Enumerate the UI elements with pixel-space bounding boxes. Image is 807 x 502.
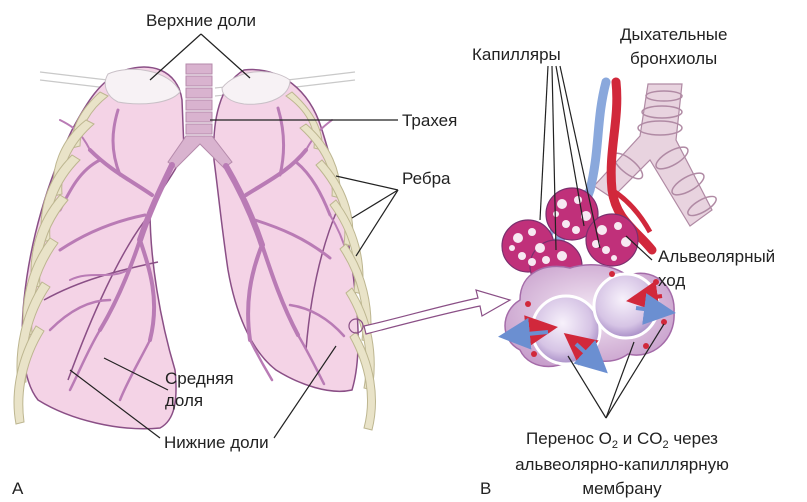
label-middle-lobe-2: доля (165, 391, 203, 410)
label-trachea: Трахея (402, 111, 457, 130)
label-lower-lobes: Нижние доли (164, 433, 269, 452)
label-gas-transfer-1b: и CO (618, 429, 662, 448)
panel-b-alveoli (502, 82, 719, 368)
label-alveolar-duct-1: Альвеолярный (658, 247, 775, 266)
label-alveolar-duct-2: ход (658, 271, 685, 290)
label-upper-lobes: Верхние доли (146, 11, 256, 30)
label-gas-transfer-3: мембрану (582, 479, 662, 498)
zoom-arrow (364, 290, 510, 334)
panel-label-b: B (480, 479, 491, 498)
label-resp-bronchioles-2: бронхиолы (630, 49, 717, 68)
label-gas-transfer-1: Перенос O2 и CO2 через (526, 429, 718, 451)
label-resp-bronchioles-1: Дыхательные (620, 25, 727, 44)
label-capillaries: Капилляры (472, 45, 561, 64)
panel-label-a: A (12, 479, 24, 498)
label-gas-transfer-1a: Перенос O (526, 429, 612, 448)
label-gas-transfer-2: альвеолярно-капиллярную (515, 455, 729, 474)
label-ribs: Ребра (402, 169, 451, 188)
alveolus-right (594, 274, 658, 338)
label-middle-lobe-1: Средняя (165, 369, 234, 388)
label-gas-transfer-1c: через (669, 429, 719, 448)
